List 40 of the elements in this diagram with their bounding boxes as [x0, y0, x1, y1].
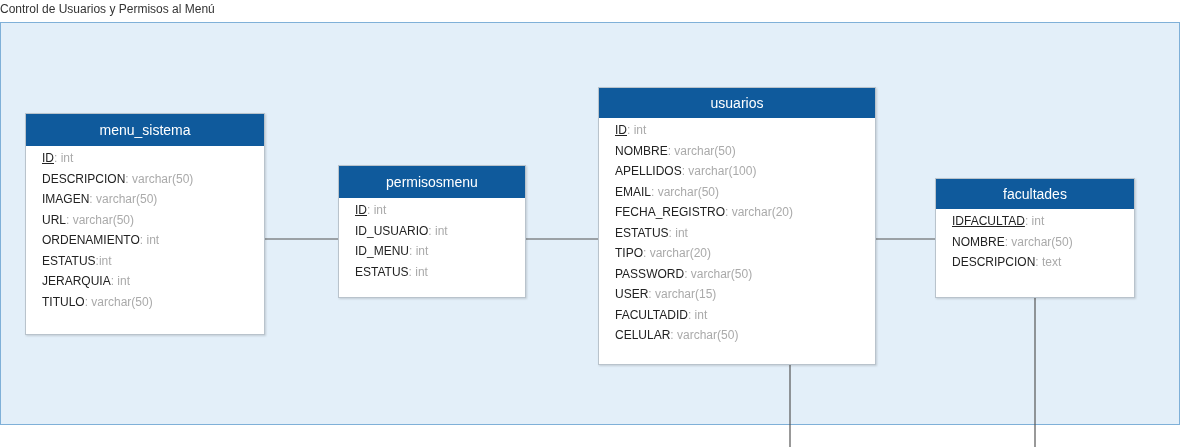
relationship-line [264, 238, 339, 240]
column-field: EMAIL: varchar(50) [615, 181, 720, 202]
relationship-line [789, 364, 791, 447]
column-field: IMAGEN: varchar(50) [42, 189, 158, 210]
column-field: FACULTADID: int [615, 304, 708, 325]
relationship-line [1034, 297, 1036, 447]
column-field: CELULAR: varchar(50) [615, 325, 739, 346]
column-field: PASSWORD: varchar(50) [615, 263, 753, 284]
relationship-line [525, 238, 599, 240]
table-header: menu_sistema [26, 114, 264, 146]
entity-table [598, 87, 876, 365]
column-field: ORDENAMIENTO: int [42, 230, 160, 251]
column-field: JERARQUIA: int [42, 271, 131, 292]
column-field: NOMBRE: varchar(50) [952, 231, 1073, 252]
table-header: facultades [936, 179, 1134, 209]
column-field: DESCRIPCION: varchar(50) [42, 168, 194, 189]
column-field: ID_MENU: int [355, 241, 429, 262]
column-field: USER: varchar(15) [615, 284, 717, 305]
column-field: ID: int [615, 120, 647, 141]
column-field: ID_USUARIO: int [355, 220, 448, 241]
column-field: FECHA_REGISTRO: varchar(20) [615, 202, 794, 223]
column-field: NOMBRE: varchar(50) [615, 140, 736, 161]
table-header: permisosmenu [339, 166, 525, 198]
column-field: ESTATUS: int [615, 222, 688, 243]
relationship-line [875, 238, 936, 240]
entity-table [338, 165, 526, 298]
column-field: ESTATUS:int [42, 250, 112, 271]
group-title: Control de Usuarios y Permisos al Menú [0, 2, 215, 16]
column-field: URL: varchar(50) [42, 209, 135, 230]
column-field: IDFACULTAD: int [952, 211, 1045, 232]
column-field: APELLIDOS: varchar(100) [615, 161, 757, 182]
entity-table [25, 113, 265, 335]
column-field: ESTATUS: int [355, 261, 428, 282]
entity-table [935, 178, 1135, 298]
column-field: TITULO: varchar(50) [42, 291, 153, 312]
table-header: usuarios [599, 88, 875, 118]
column-field: ID: int [355, 200, 387, 221]
column-field: DESCRIPCION: text [952, 252, 1062, 273]
column-field: ID: int [42, 148, 74, 169]
column-field: TIPO: varchar(20) [615, 243, 712, 264]
